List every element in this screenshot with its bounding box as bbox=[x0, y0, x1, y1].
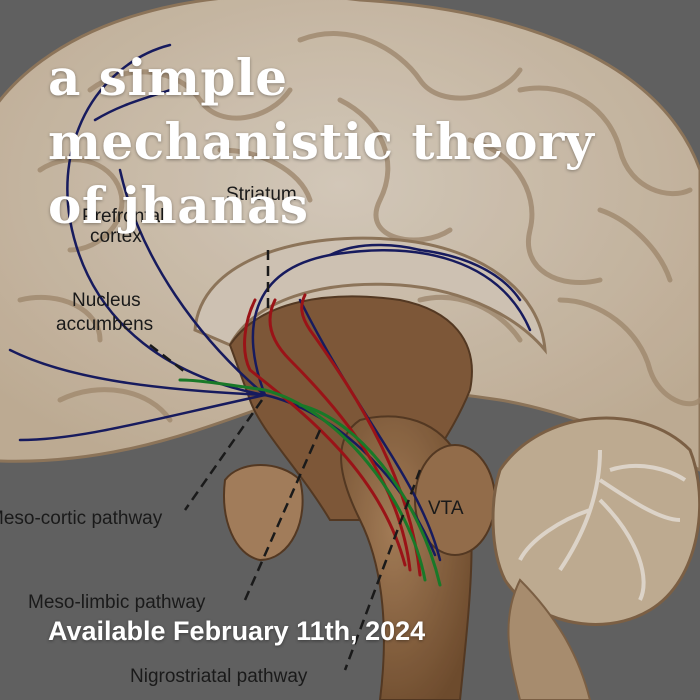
label-accumbens: accumbens bbox=[56, 314, 153, 335]
corpus-callosum bbox=[193, 236, 547, 355]
cover-title: a simple mechanistic theory of jhanas bbox=[48, 46, 668, 238]
title-line: of jhanas bbox=[48, 176, 309, 235]
label-nigrostriatal: Nigrostriatal pathway bbox=[130, 666, 308, 687]
label-pointers bbox=[149, 250, 422, 671]
label-meso-limbic: Meso-limbic pathway bbox=[28, 592, 206, 613]
cerebellum bbox=[491, 416, 700, 626]
label-meso-cortic: Meso-cortic pathway bbox=[0, 508, 163, 529]
hypothalamus bbox=[223, 464, 304, 562]
spinal-cord bbox=[507, 578, 592, 700]
label-prefrontal: Prefrontal bbox=[82, 206, 164, 227]
label-cortex: cortex bbox=[90, 226, 142, 247]
mesocortical-fibres bbox=[8, 43, 532, 562]
label-vta: VTA bbox=[428, 498, 464, 519]
label-striatum: Striatum bbox=[226, 184, 297, 205]
title-line: a simple bbox=[48, 48, 288, 107]
title-line: mechanistic theory bbox=[48, 112, 595, 171]
release-date: Available February 11th, 2024 bbox=[48, 616, 426, 646]
mesolimbic-fibres bbox=[178, 378, 442, 587]
label-nucleus: Nucleus bbox=[72, 290, 141, 311]
